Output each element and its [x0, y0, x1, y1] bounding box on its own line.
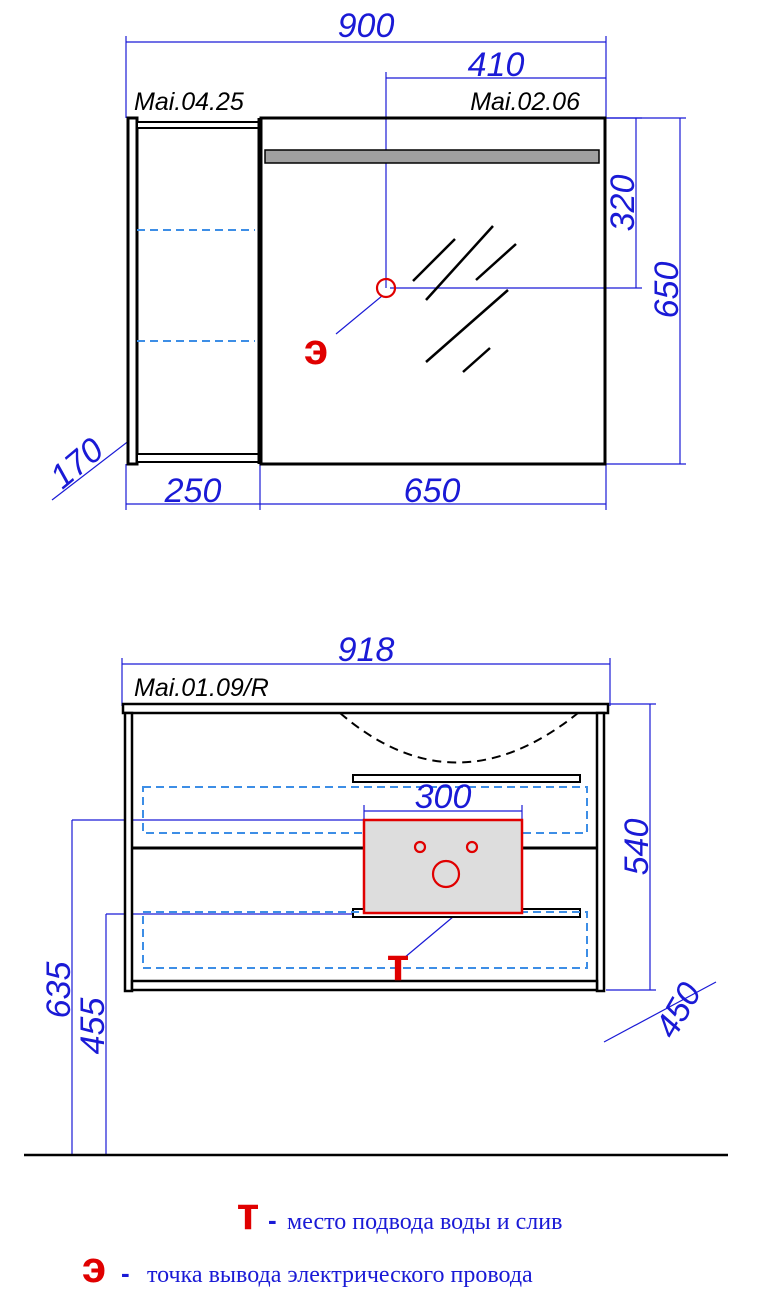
bottom-dimension-lines — [71, 658, 717, 1155]
legend-electric-dash: - — [121, 1258, 130, 1288]
legend-water-symbol: т — [237, 1187, 260, 1239]
electrical-outlet-point — [375, 277, 397, 299]
dim-overall-width: 900 — [338, 7, 395, 45]
lower-drawer-hidden — [142, 911, 588, 969]
upper-drawer-handle — [352, 774, 581, 783]
dim-outlet-offset: 410 — [468, 46, 525, 84]
upper-drawer-hidden — [142, 786, 588, 834]
top-dimension-lines — [51, 36, 686, 510]
dim-shelf-depth: 170 — [43, 431, 111, 497]
mirror-reflection-lines — [412, 225, 517, 373]
mirror-light-bar — [264, 149, 600, 164]
outlet-marker-label: э — [304, 325, 328, 374]
legend-water-text: место подвода воды и слив — [287, 1209, 562, 1235]
plumbing-panel — [362, 818, 524, 915]
dim-shelf-width: 250 — [164, 472, 222, 510]
legend-item-electric: э - точка вывода электрического провода — [82, 1243, 533, 1292]
dim-panel-width: 300 — [415, 778, 472, 816]
basin-outline — [339, 712, 579, 764]
dim-mirror-width: 650 — [404, 472, 461, 510]
water-marker-label: т — [387, 938, 410, 990]
legend-item-water: т - место подвода воды и слив — [237, 1187, 563, 1239]
vanity-model-label: Mai.01.09/R — [134, 674, 269, 702]
water-inlet-right — [465, 840, 479, 854]
mirror — [259, 116, 607, 466]
water-inlet-left — [413, 840, 427, 854]
dim-overall-height: 650 — [648, 262, 686, 319]
top-view: э Mai.04.25 Mai.02.06 900 410 320 650 17… — [43, 7, 686, 510]
dim-top-width: 918 — [338, 631, 395, 669]
dim-lower-height: 455 — [74, 998, 112, 1055]
drain-outlet — [431, 859, 461, 889]
bottom-view: т Mai.01.09/R 918 300 540 450 635 455 — [24, 631, 728, 1157]
dim-cabinet-height: 540 — [618, 819, 656, 876]
shelf-cabinet — [126, 116, 261, 466]
dim-cabinet-depth: 450 — [648, 976, 709, 1044]
dim-upper-height: 635 — [40, 962, 78, 1019]
dim-outlet-height: 320 — [604, 175, 642, 232]
legend: т - место подвода воды и слив э - точка … — [82, 1187, 563, 1292]
countertop — [121, 702, 610, 715]
mirror-model-label: Mai.02.06 — [470, 88, 580, 116]
legend-electric-text: точка вывода электрического провода — [147, 1262, 533, 1288]
legend-water-dash: - — [268, 1205, 277, 1235]
shelf-model-label: Mai.04.25 — [134, 88, 244, 116]
legend-electric-symbol: э — [82, 1243, 106, 1292]
